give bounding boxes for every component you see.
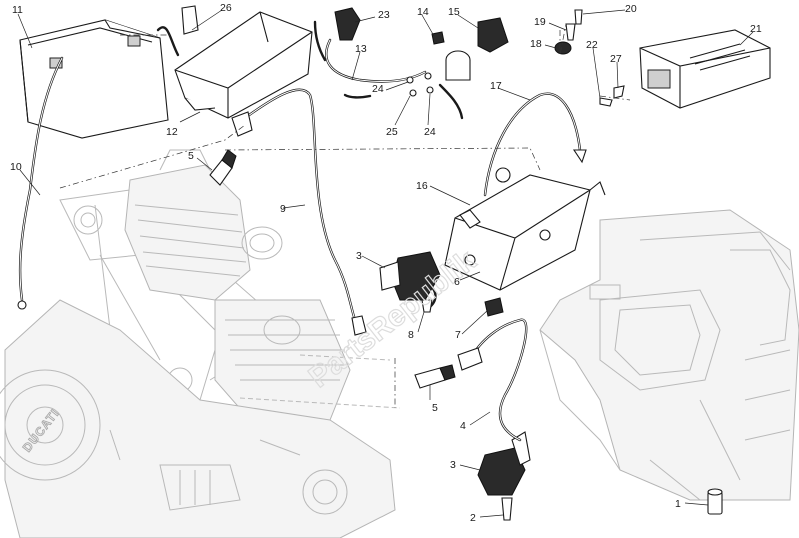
fuse-symbol [495,167,511,183]
battery-tray [174,11,313,119]
callout-13: 13 [355,43,367,55]
callout-20: 20 [625,3,637,15]
callout-23: 23 [378,9,390,21]
cable-17-lug [572,149,587,164]
callout-5-upper: 5 [188,150,194,162]
plug-cap [457,347,483,371]
callout-12: 12 [166,126,178,138]
callout-3-upper: 3 [356,250,362,262]
screw-20 [574,9,583,25]
starter-relay [445,17,509,81]
callout-8: 8 [408,329,414,341]
callout-24-right: 24 [424,126,436,138]
wiring-cable-solenoid [438,83,464,120]
callout-22: 22 [586,39,598,51]
leader-lines [17,9,754,518]
screw-19 [565,23,576,41]
callout-19: 19 [534,16,546,28]
cable-boot [231,111,253,137]
callout-10: 10 [10,161,22,173]
bracket-27 [613,85,625,99]
spark-plug-upper [209,149,237,186]
rubber-grommet-18 [554,41,572,55]
callout-6: 6 [454,276,460,288]
airbox-ghost [539,209,799,501]
wiring-cable-13 [325,38,427,83]
callout-3-lower: 3 [450,459,456,471]
callout-14: 14 [417,6,429,18]
callout-1: 1 [675,498,681,510]
callout-21: 21 [750,23,762,35]
callout-25: 25 [386,126,398,138]
ignition-coil-lower [477,431,531,496]
screw-8 [421,299,433,313]
battery-positive-cable [156,26,180,57]
wiring-cable-ground [313,20,327,62]
callout-4: 4 [460,420,466,432]
screw-22 [599,97,613,107]
engine-ghost: DUCATI [0,149,401,538]
callout-2: 2 [470,512,476,524]
callout-17: 17 [490,80,502,92]
coil-bracket [444,174,606,291]
wiring-cable-small [343,93,372,99]
grommet-7 [484,297,504,317]
starter-cable [243,88,357,322]
callout-15: 15 [448,6,460,18]
callout-26: 26 [220,2,232,14]
fuse-cover [181,5,199,35]
callout-27: 27 [610,53,622,65]
callout-11: 11 [12,4,23,16]
callout-16: 16 [416,180,428,192]
assembly-lines [59,23,631,408]
callout-7: 7 [455,329,461,341]
starter-terminal [351,315,367,336]
ground-lug [17,300,27,310]
spark-plug-lower [414,364,456,389]
callout-18: 18 [530,38,542,50]
callouts: 11 26 12 10 5 9 23 13 14 15 24 25 24 17 … [10,2,762,524]
battery [19,19,169,139]
ht-lead-4 [468,318,528,442]
terminal-boot-23 [334,7,361,41]
callout-5-lower: 5 [432,402,438,414]
spacer-1 [707,488,723,515]
terminal-screws [406,72,434,97]
callout-9: 9 [280,203,286,215]
callout-24-left: 24 [372,83,384,95]
ecu-control-unit [639,29,771,109]
clip-14 [431,31,445,45]
screw-2 [501,497,513,521]
